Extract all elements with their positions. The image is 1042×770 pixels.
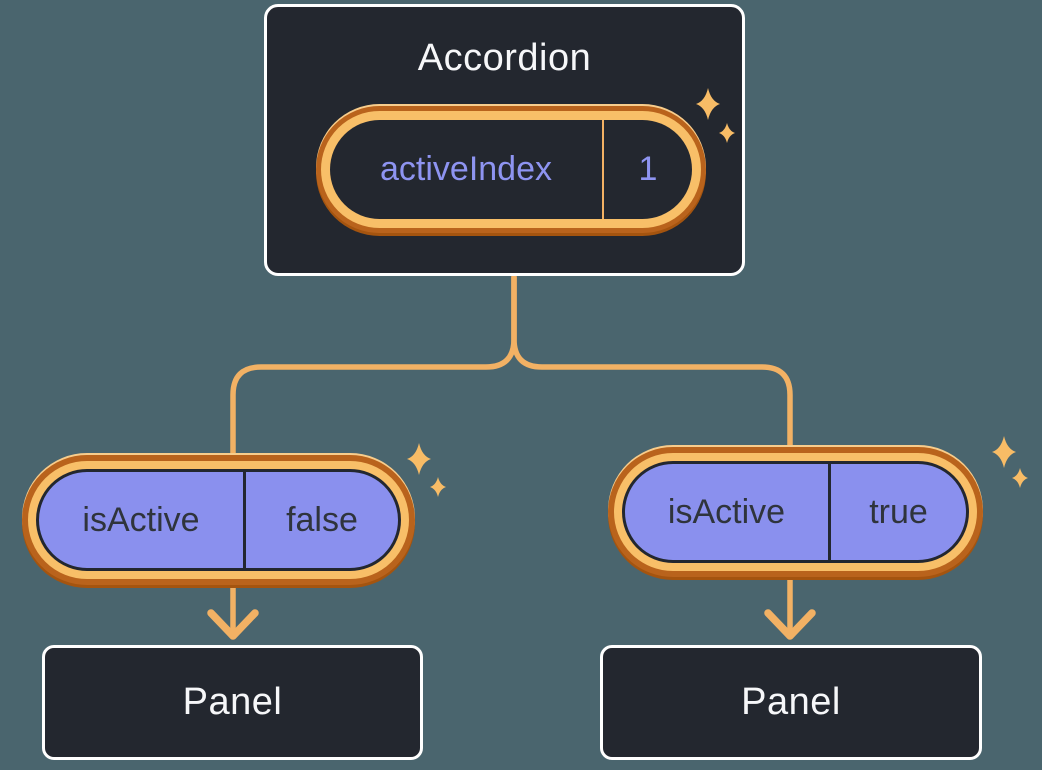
sparkle-icon [430, 477, 446, 497]
state-pill: activeIndex 1 [316, 106, 706, 233]
panel-card: Panel [600, 645, 982, 760]
prop-pill-body: isActive true [622, 461, 969, 563]
prop-name-label: isActive [82, 500, 200, 539]
panel-label: Panel [741, 681, 841, 723]
sparkle-icon [992, 436, 1016, 468]
prop-pill-body: isActive false [36, 469, 401, 571]
sparkle-icon [1012, 468, 1028, 488]
accordion-card: Accordion activeIndex 1 [264, 4, 745, 276]
arrow-down-icon [764, 609, 816, 640]
state-pill-body: activeIndex 1 [330, 120, 692, 219]
prop-pill-isactive-true: isActive true [608, 447, 983, 577]
prop-value: false [243, 472, 398, 568]
prop-pill-isactive-false: isActive false [22, 455, 415, 585]
panel-card: Panel [42, 645, 423, 760]
panel-label: Panel [182, 681, 283, 723]
arrow-down-icon [207, 609, 259, 640]
state-value: 1 [602, 120, 692, 219]
sparkle-icon [407, 443, 431, 475]
prop-value: true [828, 464, 966, 560]
accordion-title: Accordion [417, 37, 592, 79]
state-name-label: activeIndex [380, 150, 552, 188]
prop-name-label: isActive [667, 492, 786, 531]
